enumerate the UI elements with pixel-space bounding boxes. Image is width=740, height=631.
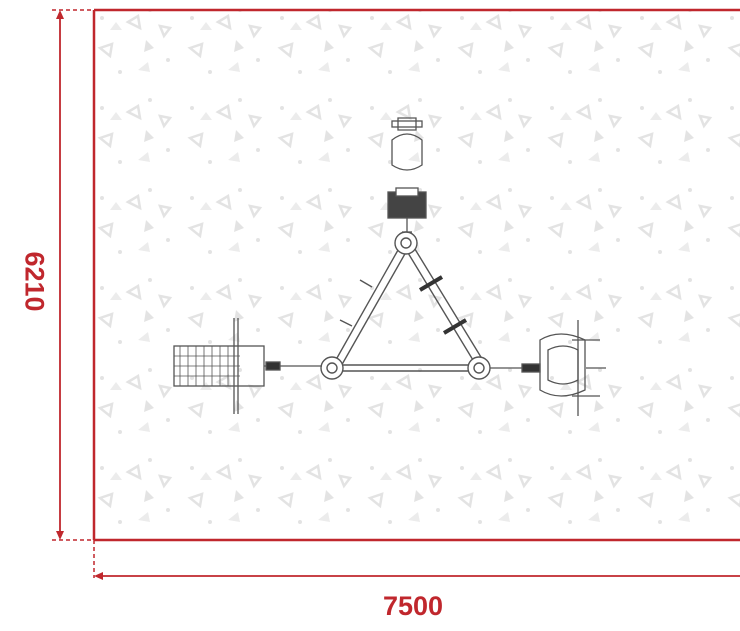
extension-lines [52, 9, 95, 578]
height-dimension-line [56, 10, 64, 540]
ground-area [94, 10, 740, 540]
left-station [173, 318, 322, 414]
equipment-frame [320, 231, 491, 380]
top-station [387, 117, 427, 233]
width-dimension-line [94, 572, 740, 580]
boundary-lines [92, 8, 740, 542]
height-dimension-label: 6210 [19, 251, 50, 312]
right-station [490, 320, 606, 416]
width-dimension-label: 7500 [383, 591, 444, 621]
